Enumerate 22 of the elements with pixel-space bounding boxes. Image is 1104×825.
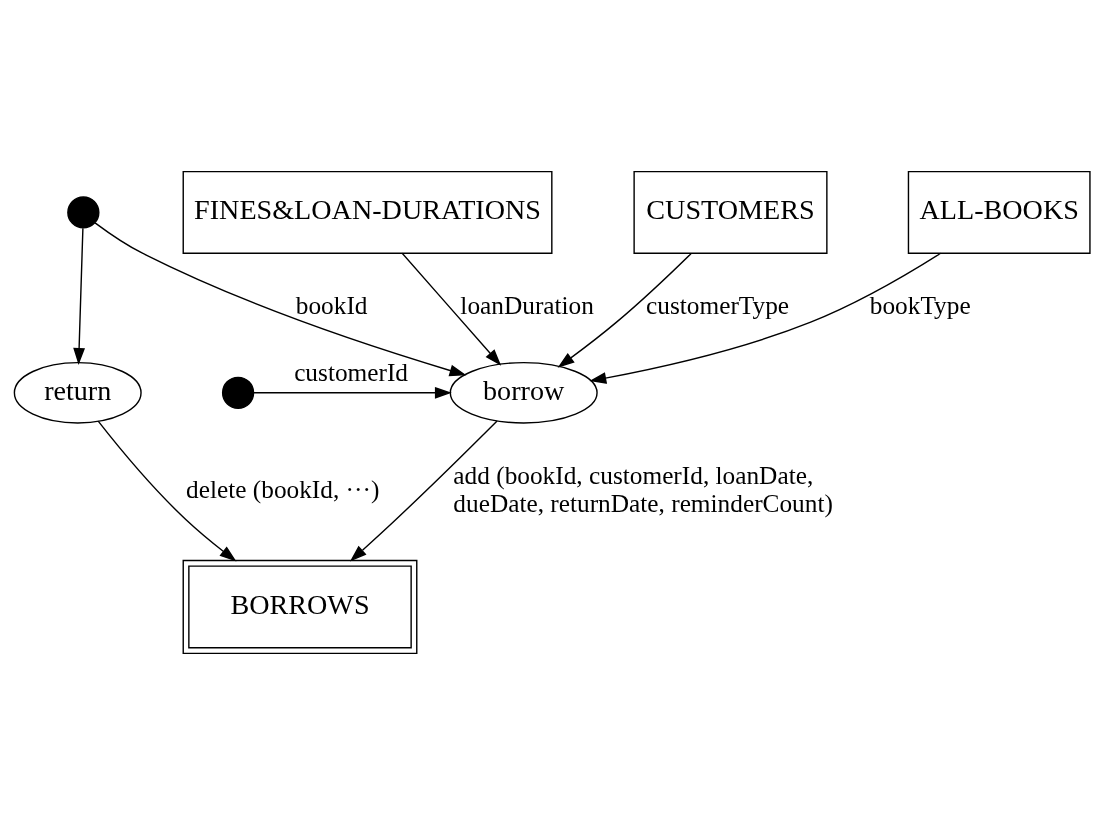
arrow (557, 252, 692, 368)
node-ellipse: return (13, 361, 142, 424)
arrow (73, 227, 85, 365)
edge-label: loanDuration (460, 291, 594, 320)
arrow (401, 252, 502, 366)
arrow (253, 386, 452, 399)
node-box: BORROWS (182, 559, 418, 655)
arrow (589, 252, 942, 384)
node-box: CUSTOMERS (633, 170, 828, 254)
edge-label: delete (bookId, ···) (186, 474, 380, 503)
edge-label: bookId (295, 291, 368, 320)
arrow (97, 420, 237, 562)
edge-label: bookType (869, 291, 971, 320)
edge-label: customerType (646, 291, 790, 320)
edge-label: add (bookId, customerId, loanDate, dueDate, returnDate, reminderCount) (453, 460, 833, 517)
arrow (94, 222, 467, 377)
node-circle (67, 196, 100, 229)
edge-label: customerId (294, 357, 409, 386)
node-box: FINES&LOAN-DURATIONS (182, 170, 553, 254)
node-box: ALL-BOOKS (907, 170, 1091, 254)
arrow (349, 420, 498, 562)
node-circle (221, 376, 255, 409)
